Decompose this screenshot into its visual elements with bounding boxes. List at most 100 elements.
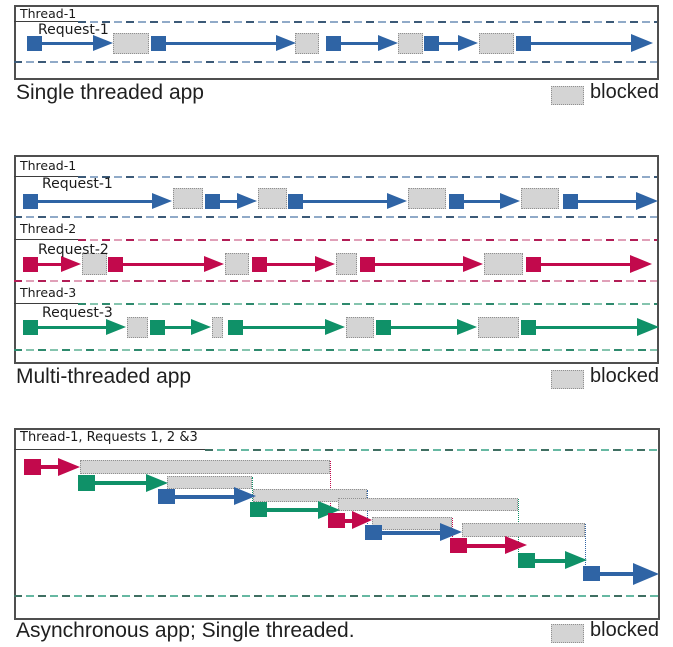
request-step-square — [450, 538, 467, 553]
request-arrow-line — [382, 530, 445, 535]
legend-label: blocked — [590, 365, 659, 387]
blocked-swatch — [551, 86, 584, 105]
request-arrowhead — [630, 255, 652, 273]
blocked-box — [80, 460, 330, 474]
thread-label-underline — [14, 448, 205, 451]
request-arrow-line — [439, 42, 463, 45]
blocked-box — [462, 523, 585, 537]
legend-blocked: blocked — [551, 81, 671, 106]
request-arrow-line — [467, 543, 510, 548]
request-step-square — [158, 489, 175, 504]
thread-boundary-dashed-line — [78, 238, 657, 241]
blocked-box — [346, 317, 374, 338]
request-arrow-line — [267, 263, 320, 266]
resume-connector-line — [330, 461, 331, 514]
thread-boundary-dashed-line — [14, 595, 658, 597]
thread-boundary-dashed-line — [78, 20, 657, 23]
request-arrowhead — [276, 35, 296, 51]
thread-boundary-dashed-line — [14, 216, 657, 218]
thread-label-underline — [14, 175, 78, 178]
request-arrow-line — [345, 518, 357, 523]
thread-label-underline — [14, 302, 78, 305]
legend-blocked: blocked — [551, 619, 671, 644]
request-arrow-line — [243, 326, 330, 329]
request-arrow-line — [535, 558, 570, 563]
request-step-square — [326, 36, 341, 51]
blocked-box — [113, 33, 149, 54]
blocked-box — [484, 253, 523, 275]
request-arrow-line — [375, 263, 468, 266]
request-arrow-line — [175, 494, 239, 499]
blocked-box — [521, 188, 559, 209]
request-arrow-line — [95, 481, 151, 485]
request-arrowhead — [565, 551, 587, 569]
thread-boundary-dashed-line — [78, 302, 657, 305]
blocked-box — [82, 253, 107, 275]
blocked-box — [173, 188, 203, 209]
request-step-square — [78, 475, 95, 491]
thread-label: Thread-2 — [20, 221, 77, 236]
thread-boundary-dashed-line — [14, 349, 657, 351]
request-arrowhead — [315, 256, 335, 272]
request-step-square — [288, 194, 303, 209]
thread-boundary-dashed-line — [14, 280, 657, 282]
blocked-box — [212, 317, 223, 338]
request-step-square — [449, 194, 464, 209]
request-arrow-line — [38, 200, 157, 203]
blocked-box — [408, 188, 446, 209]
request-arrow-line — [303, 200, 392, 203]
request-step-square — [23, 320, 38, 335]
request-arrowhead — [458, 35, 478, 51]
request-step-square — [526, 257, 541, 272]
caption-asynchronous: Asynchronous app; Single threaded. — [16, 619, 355, 642]
request-arrowhead — [636, 192, 658, 210]
request-step-square — [205, 194, 220, 209]
blocked-box — [336, 253, 357, 275]
blocked-box — [479, 33, 514, 54]
thread-boundary-dashed-line — [14, 61, 657, 63]
request-step-square — [360, 257, 375, 272]
request-arrowhead — [633, 562, 659, 585]
caption-multi-threaded: Multi-threaded app — [16, 365, 192, 388]
request-arrowhead — [457, 319, 477, 335]
request-arrowhead — [106, 319, 126, 335]
thread-label: Thread-1 — [20, 6, 77, 21]
thread-label: Thread-1 — [20, 158, 77, 173]
legend-blocked: blocked — [551, 365, 671, 390]
blocked-box — [258, 188, 287, 209]
request-arrowhead — [234, 487, 256, 505]
thread-boundary-dashed-line — [205, 448, 658, 451]
request-arrowhead — [61, 256, 81, 272]
blocked-box — [398, 33, 423, 54]
request-step-square — [516, 36, 531, 51]
request-arrowhead — [500, 193, 520, 209]
request-step-square — [252, 257, 267, 272]
thread-label: Thread-3 — [20, 285, 77, 300]
caption-single-threaded: Single threaded app — [16, 81, 204, 104]
thread-label: Thread-1, Requests 1, 2 &3 — [20, 430, 198, 445]
request-step-square — [583, 566, 600, 581]
request-arrow-line — [267, 508, 323, 512]
request-step-square — [23, 194, 38, 209]
request-arrowhead — [387, 193, 407, 209]
request-arrow-line — [464, 200, 505, 203]
request-step-square — [23, 257, 38, 272]
request-arrow-line — [600, 571, 638, 576]
blocked-box — [295, 33, 319, 54]
request-arrowhead — [378, 35, 398, 51]
blocked-box — [127, 317, 148, 338]
request-arrow-line — [166, 42, 281, 45]
panel-border — [14, 155, 659, 364]
request-arrowhead — [146, 473, 168, 492]
request-arrow-line — [220, 200, 242, 203]
request-step-square — [151, 36, 166, 51]
blocked-box — [478, 317, 519, 338]
thread-label-underline — [14, 238, 78, 241]
request-arrowhead — [637, 318, 659, 336]
request-arrow-line — [541, 263, 635, 266]
request-step-square — [563, 194, 578, 209]
blocked-box — [225, 253, 249, 275]
legend-label: blocked — [590, 619, 659, 641]
thread-label-underline — [14, 20, 78, 23]
